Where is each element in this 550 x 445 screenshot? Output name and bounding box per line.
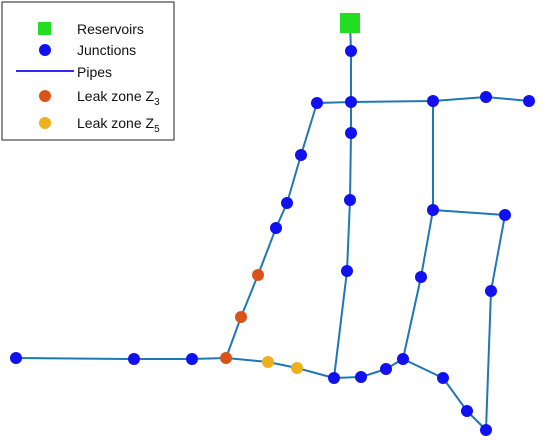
legend-leak-z3-sub: 3 — [154, 97, 160, 108]
leak-z3-node-L3a — [252, 269, 264, 281]
legend-leak-z5-sub: 5 — [154, 124, 160, 135]
pipe-J9-J10 — [257, 227, 277, 276]
junction-node-J12 — [344, 194, 356, 206]
legend-leak-z3-label: Leak zone Z3 — [77, 88, 160, 108]
junction-node-J22 — [10, 352, 22, 364]
pipe-J19-J20 — [490, 214, 506, 292]
junction-node-J26 — [380, 363, 392, 375]
junction-node-J21 — [480, 424, 492, 436]
pipe-J22-J23 — [15, 357, 135, 360]
pipe-J15-J16 — [420, 209, 434, 278]
pipe-J18-J27 — [402, 358, 444, 379]
legend-junctions-label: Junctions — [77, 42, 136, 58]
junction-node-J7 — [295, 149, 307, 161]
pipe-J11-J12 — [349, 132, 352, 201]
pipe-J4-J5 — [432, 96, 487, 102]
legend-leak-z3-icon — [39, 90, 51, 102]
junction-node-J6 — [523, 95, 535, 107]
pipe-J3-J7 — [300, 102, 318, 156]
pipe-J16-J17 — [402, 276, 422, 360]
junction-node-J15 — [427, 204, 439, 216]
leak-z3-node-L3b — [235, 311, 247, 323]
junction-node-J16 — [415, 271, 427, 283]
pipe-J27-J28 — [442, 377, 468, 412]
leak-z5-node-L5a — [262, 356, 274, 368]
legend-reservoir-icon — [38, 22, 51, 35]
junction-node-J17 — [397, 353, 409, 365]
junction-node-J13 — [341, 265, 353, 277]
pipe-J20-J21 — [485, 290, 492, 431]
junction-node-J28 — [461, 405, 473, 417]
pipe-L3a-L3b — [240, 274, 259, 318]
legend-pipes-label: Pipes — [77, 64, 112, 80]
junction-node-J24 — [186, 353, 198, 365]
junction-node-J8 — [281, 197, 293, 209]
pipe-J15-J19 — [432, 209, 506, 216]
pipe-J13-J14 — [333, 270, 348, 379]
junction-node-J3 — [311, 97, 323, 109]
junction-node-J20 — [485, 285, 497, 297]
pipes-layer — [15, 22, 530, 431]
junction-node-J9 — [270, 222, 282, 234]
leak-z3-node-L3c — [220, 352, 232, 364]
junction-node-J19 — [499, 209, 511, 221]
junction-node-J5 — [480, 91, 492, 103]
junction-node-J23 — [128, 353, 140, 365]
junction-node-J25 — [355, 371, 367, 383]
reservoir-node — [340, 13, 360, 33]
pipe-J12-J13 — [346, 199, 351, 272]
pipe-J2-J4 — [350, 100, 434, 103]
junction-node-J4 — [427, 95, 439, 107]
legend-leak-z3-main: Leak zone Z — [77, 88, 154, 104]
junction-node-J11 — [345, 127, 357, 139]
leak-z5-node-L5b — [291, 362, 303, 374]
nodes-layer — [10, 13, 535, 436]
pipe-L5b-J14 — [296, 367, 335, 379]
legend-leak-z5-label: Leak zone Z5 — [77, 115, 160, 135]
junction-node-J2 — [345, 96, 357, 108]
junction-node-J14 — [328, 372, 340, 384]
pipe-J5-J6 — [485, 96, 530, 102]
junction-node-J27 — [437, 372, 449, 384]
legend-leak-z5-main: Leak zone Z — [77, 115, 154, 131]
legend-reservoirs-label: Reservoirs — [77, 21, 144, 37]
pipe-L3b-L3c — [225, 316, 242, 359]
junction-node-J1 — [345, 45, 357, 57]
legend-leak-z5-icon — [39, 117, 51, 129]
pipe-L3c-L5a — [225, 357, 269, 363]
legend-junction-icon — [39, 44, 51, 56]
legend: Reservoirs Junctions Pipes Leak zone Z3 … — [1, 1, 175, 141]
pipe-J7-J8 — [286, 154, 302, 204]
